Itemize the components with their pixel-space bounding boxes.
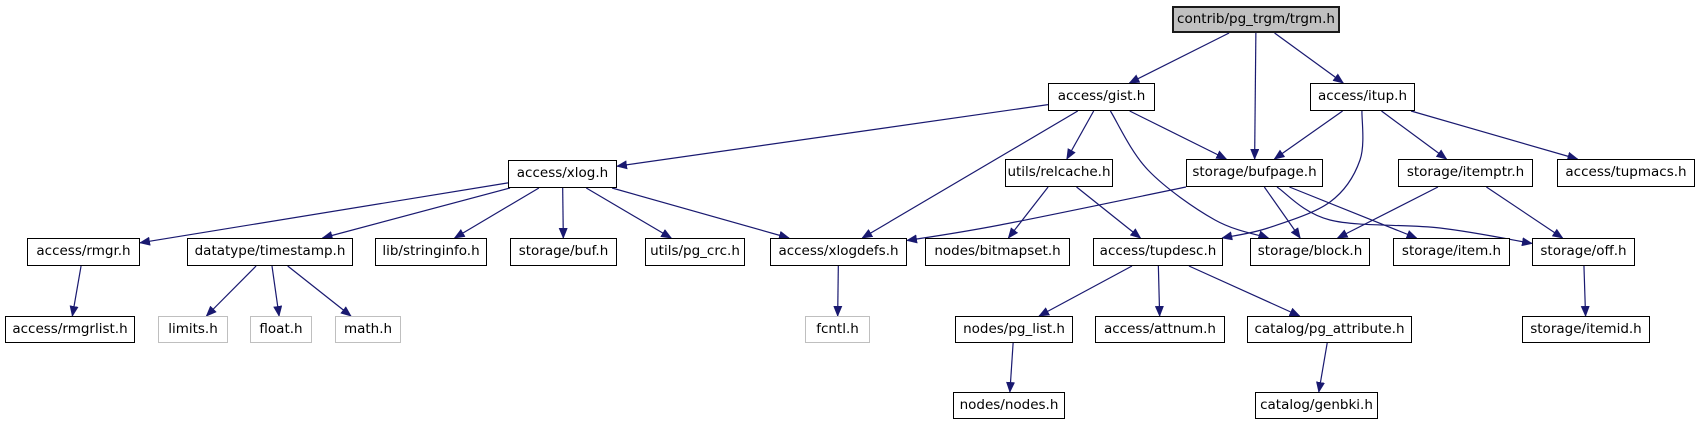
graph-node-xlogdefs[interactable]: access/xlogdefs.h bbox=[770, 238, 907, 266]
graph-node-relcache[interactable]: utils/relcache.h bbox=[1005, 159, 1113, 187]
edge-bufpage-block bbox=[1263, 186, 1301, 239]
edge-xlog-xlogdefs bbox=[611, 187, 790, 240]
edge-itemptr-block bbox=[1336, 186, 1439, 239]
graph-node-bufpage[interactable]: storage/bufpage.h bbox=[1186, 159, 1323, 187]
graph-node-rmgr[interactable]: access/rmgr.h bbox=[27, 238, 140, 266]
graph-node-attnum[interactable]: access/attnum.h bbox=[1095, 316, 1225, 343]
graph-node-buf[interactable]: storage/buf.h bbox=[510, 238, 617, 266]
edge-bufpage-item bbox=[1289, 186, 1418, 239]
edge-itup-tupmacs bbox=[1410, 110, 1579, 161]
graph-node-itemptr[interactable]: storage/itemptr.h bbox=[1398, 159, 1533, 187]
graph-node-tupmacs[interactable]: access/tupmacs.h bbox=[1557, 159, 1695, 187]
edge-trgm-bufpage bbox=[1250, 32, 1260, 160]
edge-bufpage-off bbox=[1276, 186, 1533, 247]
graph-node-genbki[interactable]: catalog/genbki.h bbox=[1255, 392, 1378, 419]
graph-node-limits: limits.h bbox=[158, 316, 228, 343]
graph-node-xlog[interactable]: access/xlog.h bbox=[508, 160, 617, 188]
edge-xlog-stringinfo bbox=[453, 187, 540, 239]
graph-node-gist[interactable]: access/gist.h bbox=[1048, 83, 1155, 111]
edge-gist-bufpage bbox=[1129, 110, 1228, 160]
graph-node-bitmapset[interactable]: nodes/bitmapset.h bbox=[925, 238, 1070, 266]
graph-node-fcntl: fcntl.h bbox=[805, 316, 870, 343]
edge-timestamp-float bbox=[271, 265, 283, 317]
edge-bufpage-xlogdefs bbox=[906, 186, 1187, 244]
graph-node-rmgrlist[interactable]: access/rmgrlist.h bbox=[5, 316, 135, 343]
graph-node-itemid[interactable]: storage/itemid.h bbox=[1522, 316, 1650, 343]
edge-tupdesc-pg_attribute bbox=[1188, 265, 1301, 317]
edge-timestamp-math bbox=[287, 265, 352, 317]
graph-node-block[interactable]: storage/block.h bbox=[1250, 238, 1370, 266]
graph-node-pg_list[interactable]: nodes/pg_list.h bbox=[955, 316, 1073, 343]
graph-node-trgm: contrib/pg_trgm/trgm.h bbox=[1172, 6, 1340, 33]
edge-tupdesc-attnum bbox=[1154, 265, 1164, 317]
graph-node-tupdesc[interactable]: access/tupdesc.h bbox=[1093, 238, 1223, 266]
edge-itemptr-off bbox=[1486, 186, 1564, 239]
edge-xlog-pg_crc bbox=[585, 187, 673, 239]
graph-node-pg_crc[interactable]: utils/pg_crc.h bbox=[645, 238, 745, 266]
edge-xlog-buf bbox=[558, 187, 568, 239]
edge-timestamp-limits bbox=[205, 265, 257, 317]
edge-pg_list-nodes bbox=[1006, 342, 1016, 393]
graph-node-item[interactable]: storage/item.h bbox=[1393, 238, 1510, 266]
edge-relcache-tupdesc bbox=[1076, 186, 1142, 239]
edge-gist-xlog bbox=[616, 104, 1049, 170]
graph-node-nodes[interactable]: nodes/nodes.h bbox=[953, 392, 1065, 419]
graph-node-stringinfo[interactable]: lib/stringinfo.h bbox=[375, 238, 487, 266]
graph-node-off[interactable]: storage/off.h bbox=[1532, 238, 1635, 266]
graph-node-pg_attribute[interactable]: catalog/pg_attribute.h bbox=[1247, 316, 1412, 343]
graph-node-timestamp[interactable]: datatype/timestamp.h bbox=[187, 238, 353, 266]
edge-xlog-rmgr bbox=[139, 182, 509, 246]
edge-gist-relcache bbox=[1066, 110, 1095, 160]
edge-trgm-gist bbox=[1128, 32, 1230, 84]
edge-pg_attribute-genbki bbox=[1316, 342, 1328, 393]
edge-relcache-bitmapset bbox=[1007, 186, 1049, 239]
graph-node-float: float.h bbox=[250, 316, 312, 343]
edge-trgm-itup bbox=[1274, 32, 1345, 84]
graph-node-math: math.h bbox=[335, 316, 401, 343]
edge-itup-itemptr bbox=[1381, 110, 1448, 160]
edge-tupdesc-pg_list bbox=[1038, 265, 1133, 317]
edge-xlogdefs-fcntl bbox=[833, 265, 843, 317]
edge-xlog-timestamp bbox=[321, 187, 511, 240]
edge-off-itemid bbox=[1580, 265, 1590, 317]
edge-itup-bufpage bbox=[1273, 110, 1343, 160]
edge-rmgr-rmgrlist bbox=[69, 265, 82, 317]
graph-node-itup[interactable]: access/itup.h bbox=[1310, 83, 1415, 111]
